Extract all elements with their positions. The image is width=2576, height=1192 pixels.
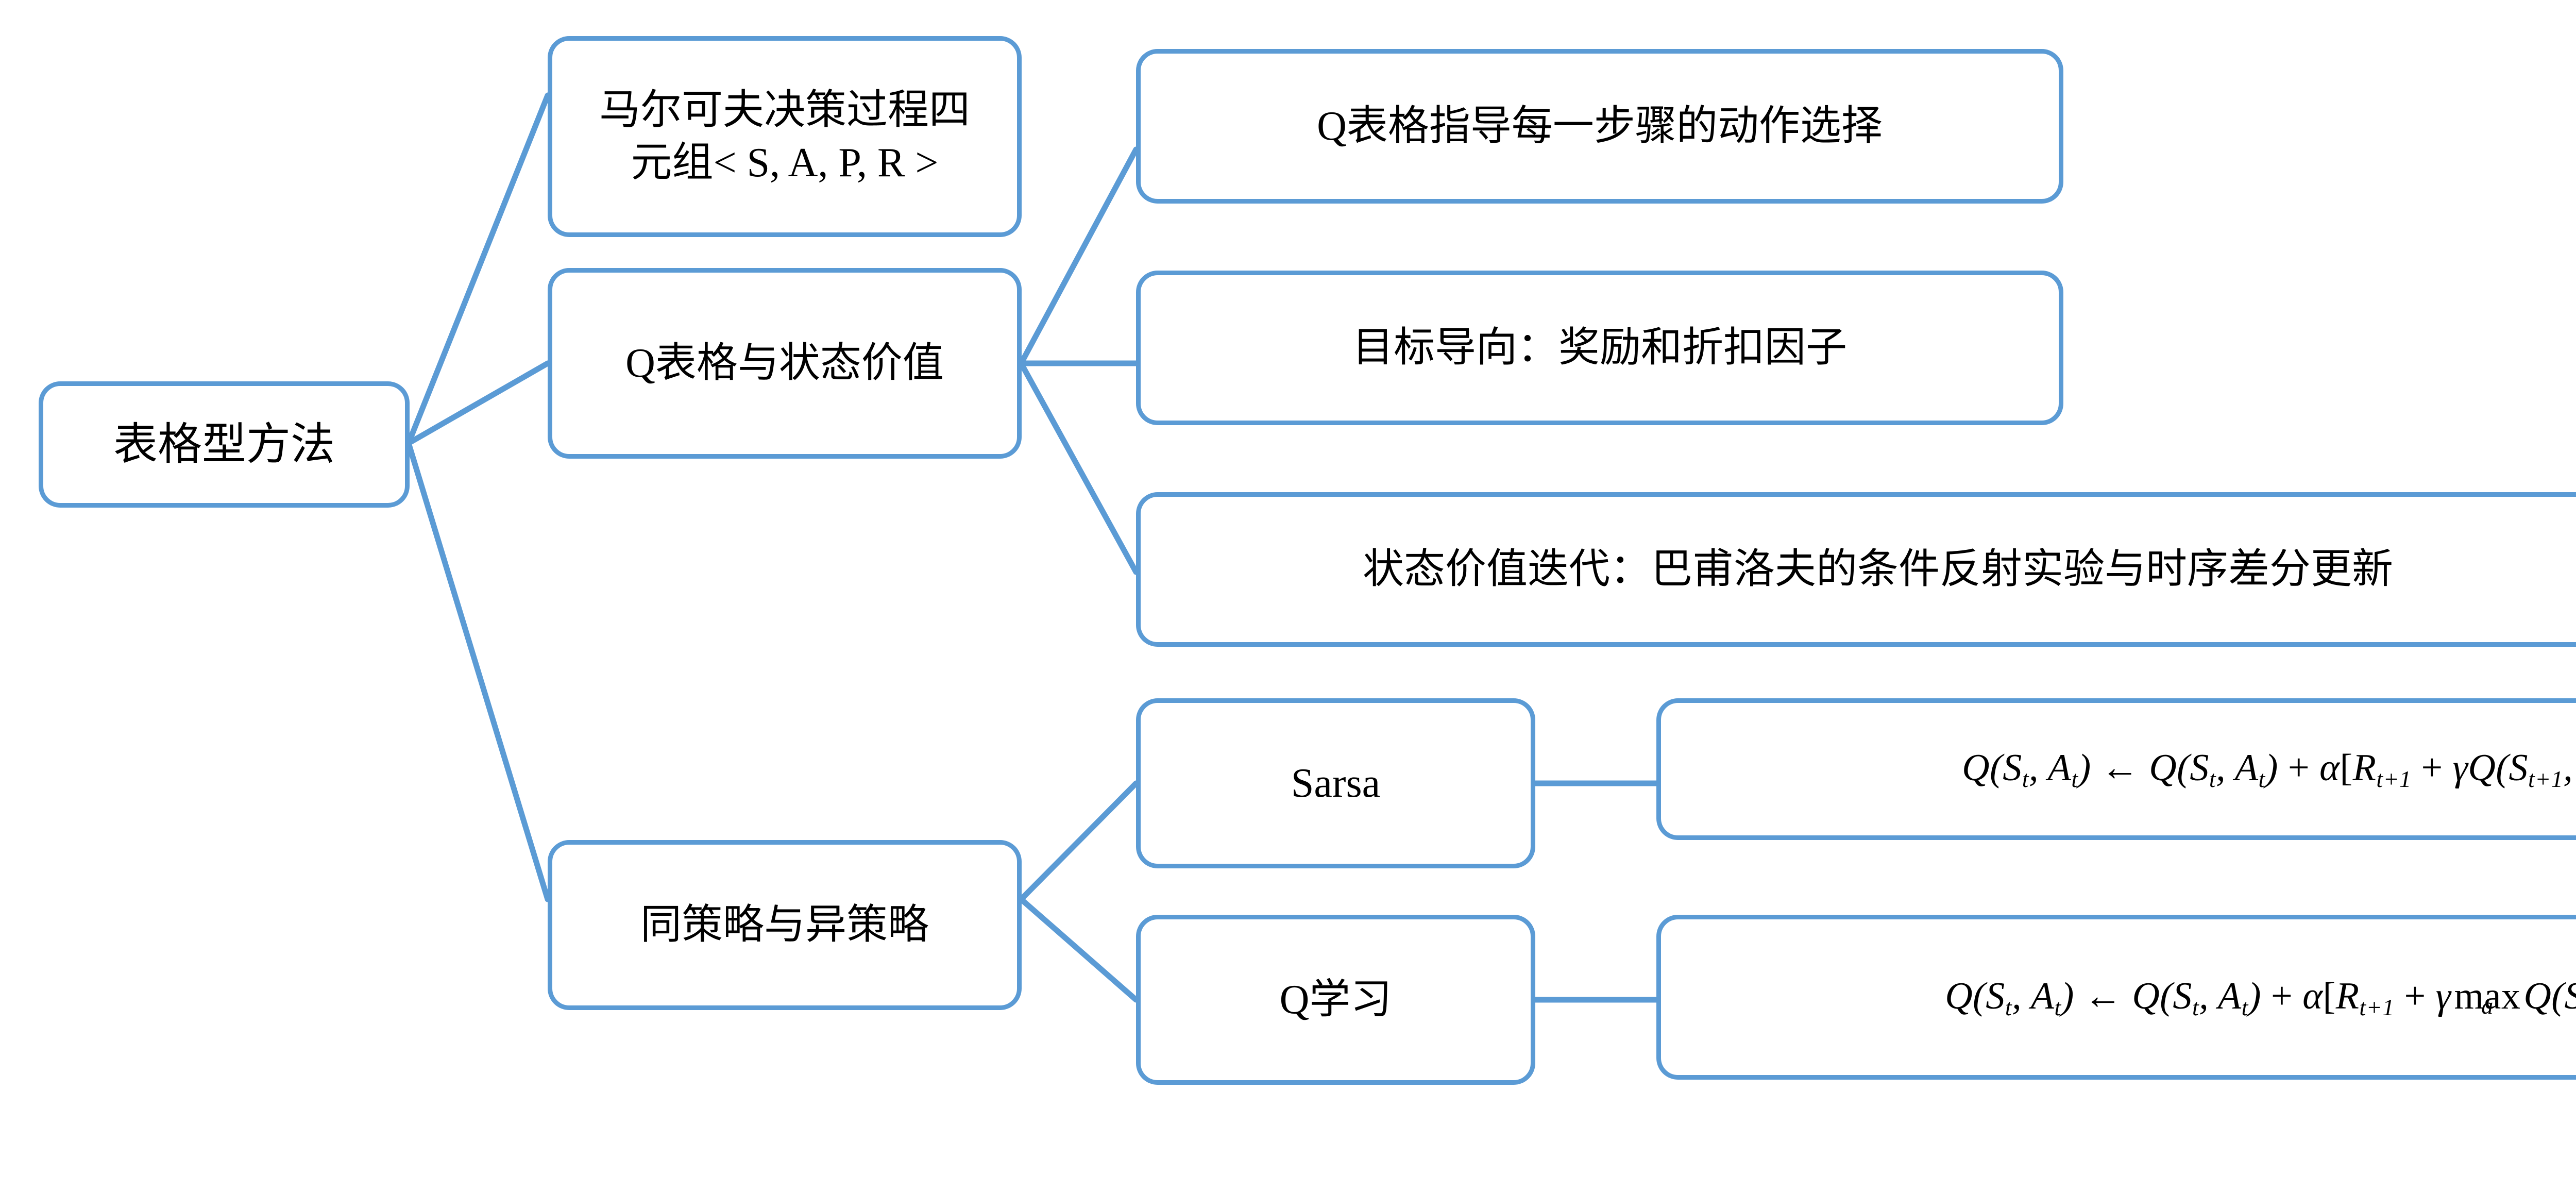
node-qtable-action-selection[interactable]: Q表格指导每一步骤的动作选择 (1136, 49, 2063, 204)
node-state-value-iteration-label: 状态价值迭代：巴甫洛夫的条件反射实验与时序差分更新 (1363, 546, 2393, 592)
node-on-off-policy-label: 同策略与异策略 (640, 902, 929, 948)
node-sarsa-formula[interactable]: Q(St, At) ← Q(St, At) + α[Rt+1 + γQ(St+1… (1656, 698, 2576, 840)
node-q-learning[interactable]: Q学习 (1136, 915, 1535, 1085)
node-mdp-line1: 马尔可夫决策过程四 (599, 87, 970, 133)
edge-root-to-policy (405, 440, 551, 902)
node-mdp-line2: 元组< S, A, P, R > (631, 140, 939, 186)
node-state-value-iteration[interactable]: 状态价值迭代：巴甫洛夫的条件反射实验与时序差分更新 (1136, 492, 2576, 647)
node-sarsa[interactable]: Sarsa (1136, 698, 1535, 868)
node-qtable-state-value-label: Q表格与状态价值 (625, 340, 944, 386)
node-mdp-tuple-label: 马尔可夫决策过程四 元组< S, A, P, R > (566, 84, 1004, 190)
node-qtable-state-value[interactable]: Q表格与状态价值 (548, 268, 1022, 459)
edge-qtable-to-leaf3 (1018, 360, 1139, 575)
node-qtable-action-selection-label: Q表格指导每一步骤的动作选择 (1317, 103, 1883, 149)
edge-root-to-mdp (405, 92, 551, 446)
edge-policy-to-sarsa (1018, 780, 1139, 902)
node-on-off-policy[interactable]: 同策略与异策略 (548, 840, 1022, 1010)
node-goal-reward-discount[interactable]: 目标导向：奖励和折扣因子 (1136, 271, 2063, 425)
edge-policy-to-qlearning (1018, 896, 1139, 1003)
node-goal-reward-discount-label: 目标导向：奖励和折扣因子 (1352, 325, 1847, 371)
node-root[interactable]: 表格型方法 (39, 381, 410, 508)
edge-qtable-to-leaf1 (1018, 146, 1139, 366)
node-root-label: 表格型方法 (113, 419, 335, 469)
node-q-learning-label: Q学习 (1279, 977, 1392, 1022)
node-sarsa-label: Sarsa (1291, 760, 1381, 806)
edge-root-to-qtable (405, 360, 551, 446)
node-mdp-tuple[interactable]: 马尔可夫决策过程四 元组< S, A, P, R > (548, 36, 1022, 237)
sarsa-formula-math: Q(St, At) ← Q(St, At) + α[Rt+1 + γQ(St+1… (1962, 747, 2576, 793)
